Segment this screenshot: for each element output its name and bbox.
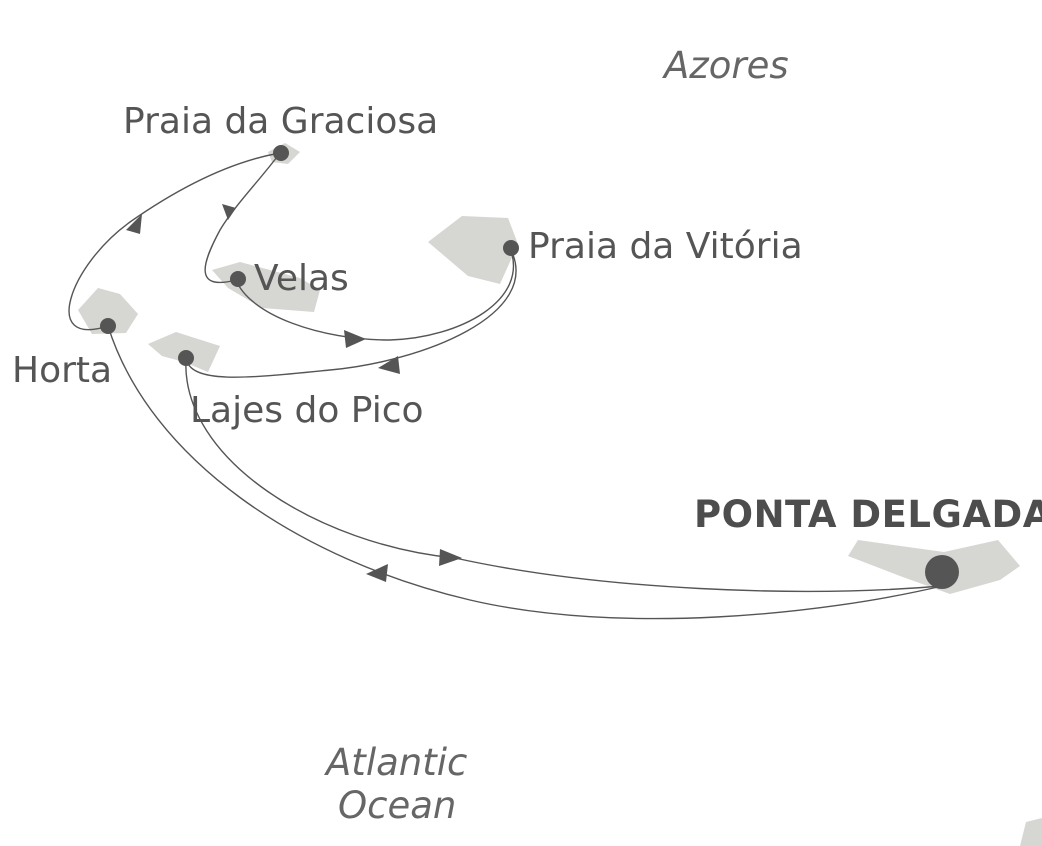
port-label-graciosa: Praia da Graciosa <box>123 101 438 142</box>
arrow-to-pontadelgada <box>439 549 462 566</box>
route-arrows <box>126 204 462 582</box>
island-faial <box>78 288 138 334</box>
route-graciosa-velas <box>204 152 281 283</box>
arrow-to-horta <box>366 564 388 582</box>
port-label-ponta-delgada: PONTA DELGADA <box>694 493 1042 536</box>
route-vitoria-lajes <box>185 247 517 378</box>
ocean-label-line2: Ocean <box>338 784 456 827</box>
route-velas-vitoria <box>235 247 515 341</box>
arrow-to-lajes <box>378 356 400 374</box>
port-marker-vitoria <box>503 240 519 256</box>
port-label-horta: Horta <box>12 350 112 391</box>
port-marker-ponta-delgada <box>925 555 959 589</box>
route-horta-graciosa <box>68 152 281 331</box>
arrow-to-vitoria <box>344 330 366 348</box>
ocean-label-line1: Atlantic <box>324 741 467 784</box>
port-label-velas: Velas <box>254 258 349 299</box>
port-label-vitoria: Praia da Vitória <box>528 226 803 267</box>
island-terceira <box>428 216 518 284</box>
island-santa-maria <box>1020 818 1042 846</box>
route-pontadelgada-horta <box>107 325 943 620</box>
port-marker-lajes <box>178 350 194 366</box>
port-marker-graciosa <box>273 145 289 161</box>
arrow-to-velas <box>222 204 236 220</box>
port-marker-velas <box>230 271 246 287</box>
port-marker-horta <box>100 318 116 334</box>
region-label: Azores <box>662 44 789 87</box>
port-label-lajes: Lajes do Pico <box>190 390 424 431</box>
arrow-to-graciosa <box>126 214 142 234</box>
